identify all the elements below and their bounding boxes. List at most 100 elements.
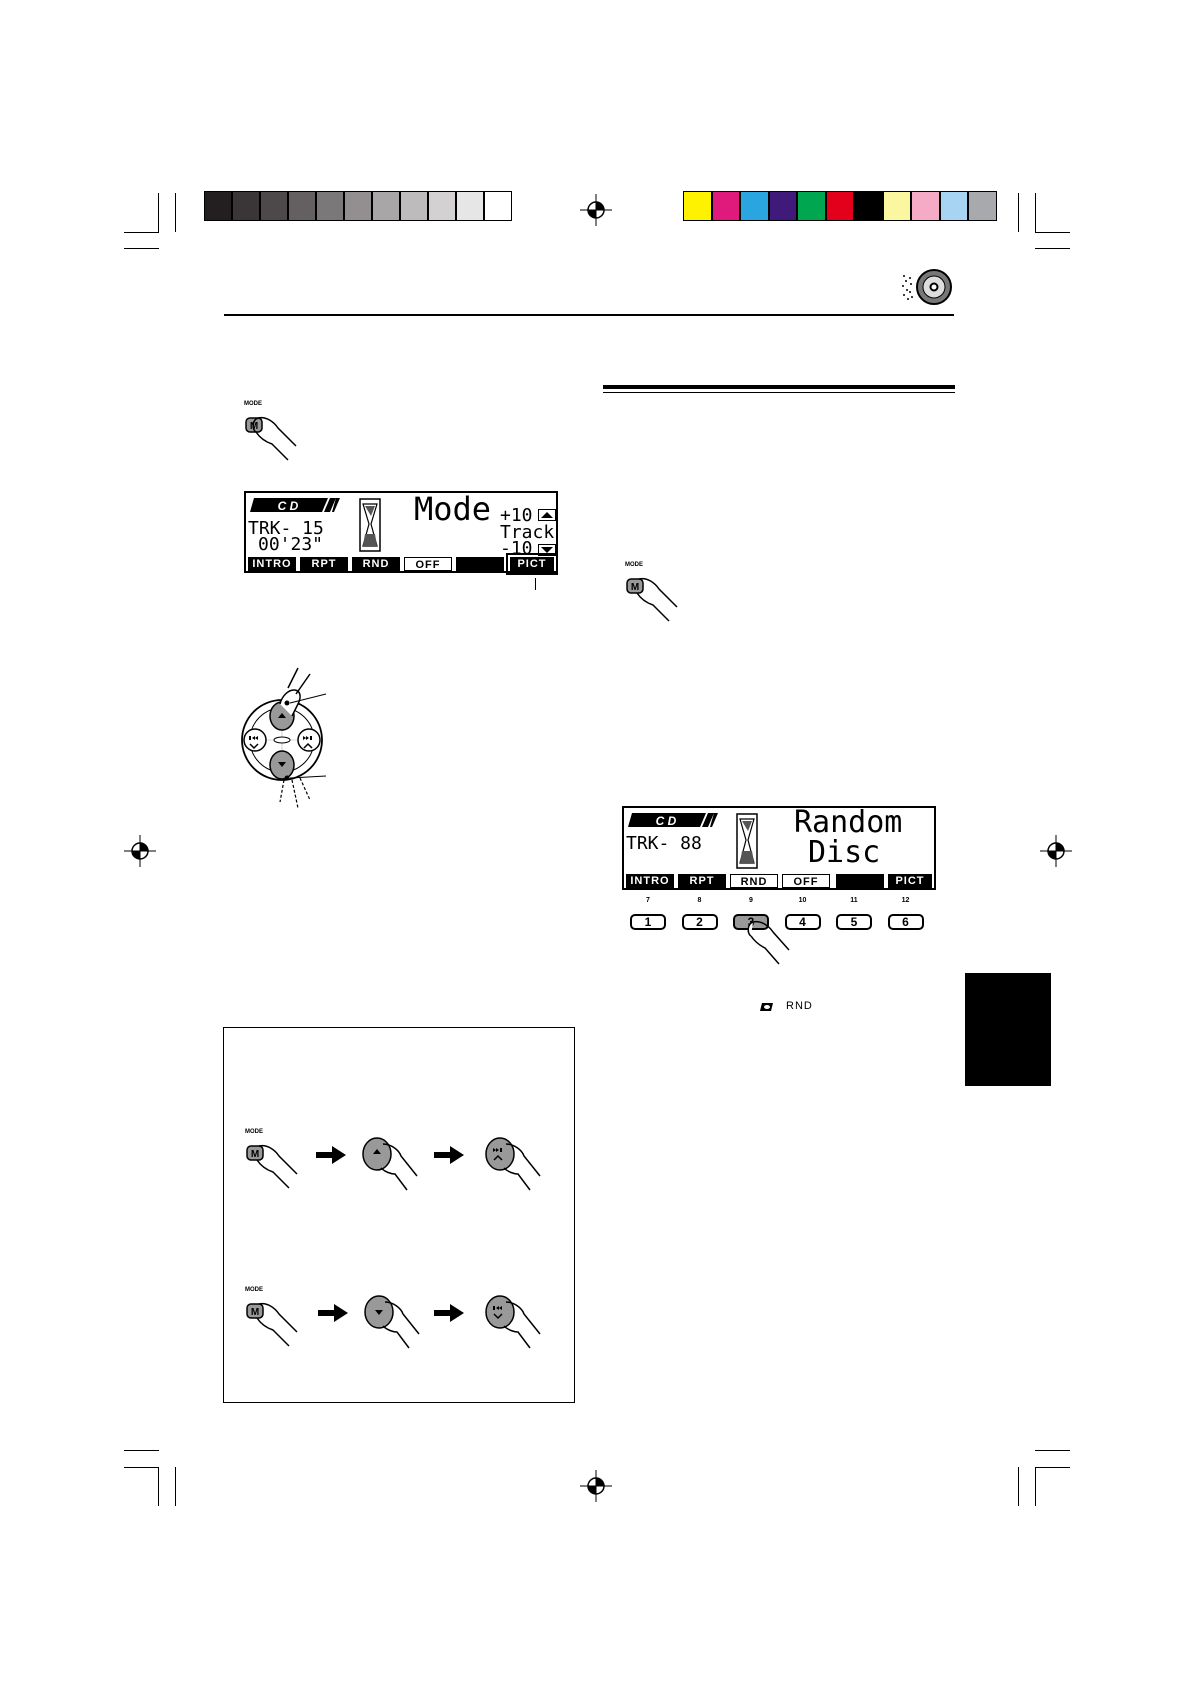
gray-swatch [232, 191, 260, 221]
mode-label-row1: MODE [245, 1129, 263, 1135]
color-swatch [740, 191, 769, 221]
color-swatch [854, 191, 883, 221]
crop-mark [124, 232, 159, 233]
mode-title: Mode [414, 490, 492, 528]
crop-mark [175, 1467, 176, 1506]
gray-swatch [456, 191, 484, 221]
segment-pict: PICT [888, 874, 932, 888]
segment-pict: PICT [506, 553, 558, 575]
crop-mark [1035, 1467, 1036, 1506]
arrow-right-icon [316, 1146, 346, 1164]
preset-alt-number: 9 [749, 897, 753, 904]
color-swatch [968, 191, 997, 221]
gray-swatch [344, 191, 372, 221]
mode-label: MODE [244, 401, 262, 407]
lcd-segment-bar: INTRO RPT RND OFF PICT [624, 874, 934, 888]
preset-alt-number: 11 [850, 897, 858, 904]
crop-mark [175, 193, 176, 232]
gray-swatch [428, 191, 456, 221]
cd-logo-icon: C D [628, 813, 718, 828]
color-swatch [911, 191, 940, 221]
rnd-indicator-text: RND [786, 1000, 813, 1012]
up-button-press-icon [362, 1137, 418, 1191]
preset-button-6[interactable]: 6 [887, 914, 924, 930]
minus-ten-label: -10 [500, 538, 533, 559]
color-swatch [683, 191, 712, 221]
header-rule [224, 314, 954, 316]
track-word: Track [500, 522, 555, 543]
svg-text:M: M [251, 1307, 259, 1318]
mode-label-row2: MODE [245, 1287, 263, 1293]
gray-swatch [372, 191, 400, 221]
color-swatch [797, 191, 826, 221]
down-button [269, 750, 295, 780]
arrow-right-icon [434, 1304, 464, 1322]
preset-alt-number: 12 [901, 897, 910, 904]
hourglass-icon [736, 813, 758, 869]
finger-press-icon [747, 920, 790, 965]
mode-label-right: MODE [625, 562, 643, 568]
svg-text:M: M [251, 1149, 259, 1160]
registration-mark-icon [580, 1470, 612, 1502]
color-swatch [825, 191, 854, 221]
crop-mark [1018, 1467, 1019, 1506]
color-swatch [768, 191, 797, 221]
crop-mark [1018, 193, 1019, 232]
svg-text:M: M [250, 421, 258, 432]
mode-button[interactable]: M [244, 412, 304, 464]
mode-button-press-icon: M [246, 1144, 298, 1189]
random-track-label: TRK- 88 [626, 833, 702, 854]
arrow-right-icon [318, 1304, 348, 1322]
segment-rnd: RND [352, 557, 400, 571]
segment-intro: INTRO [248, 557, 296, 571]
crop-mark [1035, 232, 1070, 233]
random-line1: Random [794, 805, 903, 840]
mode-lcd-display: C D Mode TRK- 15 00'23" +10 Track -10 IN… [244, 490, 558, 575]
track-label: TRK- 15 [248, 518, 324, 539]
info-box: MODE M MODE M [223, 1027, 575, 1403]
pict-callout-line [535, 578, 536, 590]
section-rule-thin [603, 392, 955, 393]
registration-mark-icon [1040, 835, 1072, 867]
preset-button-1[interactable]: 1 [630, 914, 666, 930]
svg-text:M: M [631, 582, 639, 593]
svg-text:C D: C D [656, 814, 677, 828]
track-time: 00'23" [258, 534, 324, 555]
segment-blank [836, 874, 884, 888]
lcd-segment-bar: INTRO RPT RND OFF PICT [246, 553, 558, 575]
random-line2: Disc [808, 835, 881, 870]
up-arrow-icon [538, 509, 556, 521]
crop-mark [1035, 1450, 1070, 1451]
mode-button-right[interactable]: M [625, 573, 685, 625]
color-swatch [711, 191, 740, 221]
crop-mark [1035, 193, 1036, 232]
random-lcd-display: C D TRK- 88 Random Disc INTRO RPT RND OF… [622, 806, 936, 890]
mode-button-press-icon: M [246, 1302, 298, 1347]
control-pad[interactable] [240, 660, 340, 810]
crop-mark [158, 193, 159, 232]
cd-disc-icon [902, 269, 952, 305]
preset-alt-number: 7 [646, 897, 650, 904]
segment-off: OFF [404, 557, 452, 571]
segment-rnd: RND [730, 874, 778, 888]
segment-rpt: RPT [678, 874, 726, 888]
crop-mark [1035, 1467, 1070, 1468]
segment-off: OFF [782, 874, 830, 888]
preset-button-5[interactable]: 5 [836, 914, 872, 930]
gray-swatch [288, 191, 316, 221]
gray-swatch [316, 191, 344, 221]
crop-mark [1035, 248, 1070, 249]
down-button-press-icon [364, 1295, 420, 1349]
registration-mark-icon [580, 194, 612, 226]
down-arrow-icon [538, 544, 556, 556]
preset-button-2[interactable]: 2 [681, 914, 718, 930]
plus-ten-label: +10 [500, 505, 533, 526]
language-tab [965, 973, 1051, 1086]
preset-alt-number: 8 [697, 897, 702, 904]
crop-mark [124, 1467, 159, 1468]
preset-button-4[interactable]: 4 [784, 914, 821, 930]
segment-intro: INTRO [626, 874, 674, 888]
gray-swatch [204, 191, 232, 221]
color-swatch [939, 191, 968, 221]
svg-text:C D: C D [278, 499, 299, 513]
